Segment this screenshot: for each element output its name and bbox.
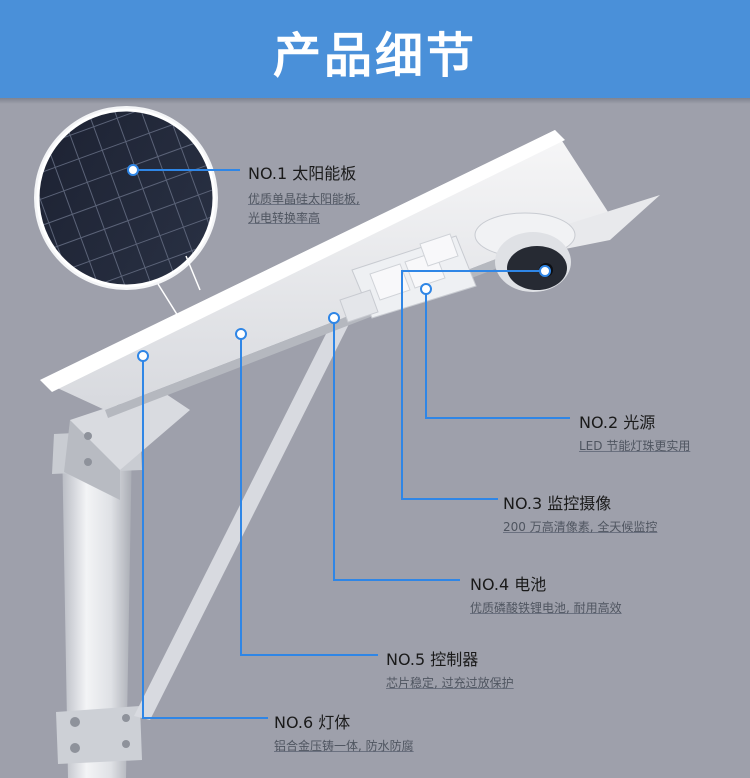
solar-panel-closeup [34, 106, 218, 317]
support-rod [134, 318, 352, 720]
callout-title: NO.5 控制器 [386, 650, 479, 669]
callout-desc: 光电转换率高 [248, 211, 321, 225]
dot-controller [235, 328, 247, 340]
header-banner: 产品细节 [0, 0, 750, 98]
callout-desc: 优质磷酸铁锂电池, 耐用高效 [470, 601, 622, 615]
dot-camera [539, 265, 551, 277]
callout-battery: NO.4 电池 优质磷酸铁锂电池, 耐用高效 [470, 571, 622, 616]
callout-camera: NO.3 监控摄像 200 万高清像素, 全天候监控 [503, 490, 657, 535]
callout-desc: 优质单晶硅太阳能板, [248, 192, 360, 206]
dot-battery [328, 312, 340, 324]
callout-title: NO.2 光源 [579, 413, 656, 432]
callout-desc: 200 万高清像素, 全天候监控 [503, 520, 658, 534]
callout-title: NO.4 电池 [470, 575, 547, 594]
dot-light-source [420, 283, 432, 295]
header-shadow [0, 98, 750, 104]
dome-camera [474, 212, 576, 292]
callout-title: NO.3 监控摄像 [503, 494, 612, 513]
callout-light-source: NO.2 光源 LED 节能灯珠更实用 [579, 409, 690, 454]
callout-solar-panel: NO.1 太阳能板 优质单晶硅太阳能板, 光电转换率高 [248, 160, 360, 226]
led-modules [339, 233, 477, 323]
dot-lamp-body [137, 350, 149, 362]
callout-desc: 铝合金压铸一体, 防水防腐 [274, 739, 414, 753]
callout-lines [133, 169, 570, 719]
callout-title: NO.6 灯体 [274, 713, 351, 732]
callout-controller: NO.5 控制器 芯片稳定, 过充过放保护 [386, 646, 514, 691]
callout-dots [127, 164, 551, 362]
page-title: 产品细节 [272, 28, 477, 84]
dot-solar-panel [127, 164, 139, 176]
callout-desc: 芯片稳定, 过充过放保护 [386, 676, 514, 690]
callout-desc: LED 节能灯珠更实用 [579, 439, 691, 453]
callout-lamp-body: NO.6 灯体 铝合金压铸一体, 防水防腐 [274, 709, 414, 754]
callout-title: NO.1 太阳能板 [248, 164, 357, 183]
